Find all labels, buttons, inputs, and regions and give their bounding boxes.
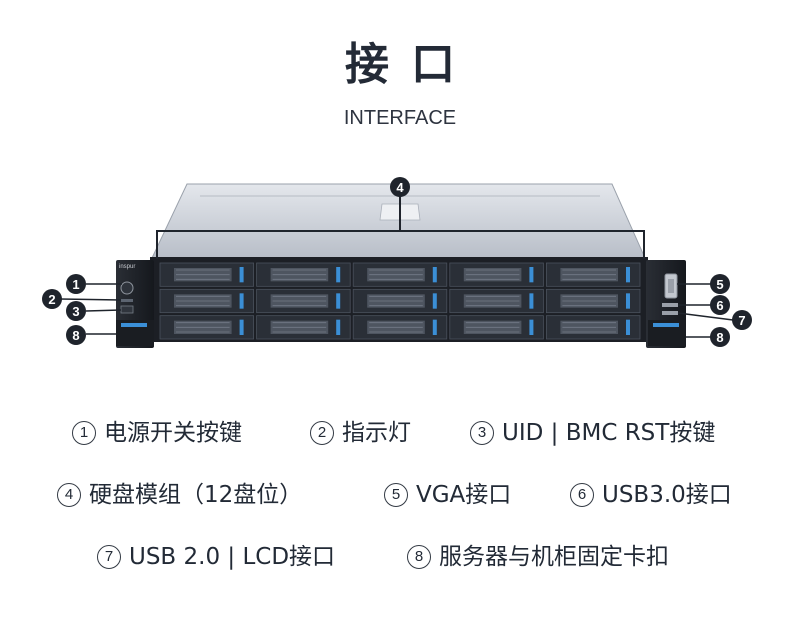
legend-row-1: 1 电源开关按键 2 指示灯 3 UID | BMC RST按键 xyxy=(0,416,800,450)
server-diagram: inspur 1 2 3 8 4 5 6 7 8 xyxy=(42,177,752,348)
drive-bay xyxy=(449,288,544,314)
legend-label: UID | BMC RST按键 xyxy=(502,420,716,446)
legend-item-2: 2 指示灯 xyxy=(310,416,411,450)
legend-item-7: 7 USB 2.0 | LCD接口 xyxy=(97,540,335,574)
svg-text:6: 6 xyxy=(716,298,723,313)
callout-8-left: 8 xyxy=(66,325,86,345)
drive-bay xyxy=(159,262,254,287)
svg-text:8: 8 xyxy=(716,330,723,345)
drive-bays xyxy=(159,262,641,340)
page-title: 接口 xyxy=(345,39,477,90)
drive-bay xyxy=(449,315,544,340)
legend-row-3: 7 USB 2.0 | LCD接口 8 服务器与机柜固定卡扣 xyxy=(0,540,800,574)
legend-item-5: 5 VGA接口 xyxy=(384,478,511,512)
legend-row-2: 4 硬盘模组（12盘位） 5 VGA接口 6 USB3.0接口 xyxy=(0,478,800,512)
page-subtitle: INTERFACE xyxy=(343,107,457,129)
legend-label: 硬盘模组（12盘位） xyxy=(89,482,303,508)
callout-3: 3 xyxy=(66,301,86,321)
drive-bay xyxy=(256,288,351,314)
legend-label: USB3.0接口 xyxy=(602,482,732,508)
legend-item-3: 3 UID | BMC RST按键 xyxy=(470,416,715,450)
drive-bay xyxy=(352,288,448,314)
legend-num: 1 xyxy=(72,421,96,445)
legend-num: 6 xyxy=(570,483,594,507)
callout-6: 6 xyxy=(710,295,730,315)
drive-bay xyxy=(159,288,254,314)
drive-bay xyxy=(352,315,448,340)
legend-item-6: 6 USB3.0接口 xyxy=(570,478,732,512)
drive-bay xyxy=(546,262,641,287)
drive-bay xyxy=(449,262,544,287)
svg-text:7: 7 xyxy=(738,313,745,328)
drive-bay xyxy=(352,262,448,287)
drive-bay xyxy=(256,262,351,287)
legend-num: 4 xyxy=(57,483,81,507)
svg-text:4: 4 xyxy=(396,180,404,195)
legend-label: 指示灯 xyxy=(342,420,411,446)
svg-text:1: 1 xyxy=(72,277,79,292)
callout-1: 1 xyxy=(66,274,86,294)
legend-item-1: 1 电源开关按键 xyxy=(72,416,242,450)
drive-bay xyxy=(546,288,641,314)
power-button xyxy=(120,281,134,295)
legend-label: USB 2.0 | LCD接口 xyxy=(129,544,336,570)
legend-item-8: 8 服务器与机柜固定卡扣 xyxy=(407,540,669,574)
drive-bay xyxy=(159,315,254,340)
usb2-lcd-port xyxy=(662,311,678,315)
legend-item-4: 4 硬盘模组（12盘位） xyxy=(57,478,302,512)
legend-num: 3 xyxy=(470,421,494,445)
status-led xyxy=(121,299,133,302)
legend-num: 2 xyxy=(310,421,334,445)
callout-2: 2 xyxy=(42,289,62,309)
callout-7: 7 xyxy=(732,310,752,330)
svg-text:3: 3 xyxy=(72,304,79,319)
legend-label: VGA接口 xyxy=(416,482,512,508)
legend-num: 5 xyxy=(384,483,408,507)
legend-label: 电源开关按键 xyxy=(104,420,242,446)
legend-num: 7 xyxy=(97,545,121,569)
uid-button xyxy=(120,305,134,314)
legend-num: 8 xyxy=(407,545,431,569)
callout-4: 4 xyxy=(390,177,410,197)
svg-text:2: 2 xyxy=(48,292,55,307)
drive-bay xyxy=(256,315,351,340)
callout-8-right: 8 xyxy=(710,327,730,347)
usb3-port xyxy=(662,303,678,307)
svg-text:5: 5 xyxy=(716,277,723,292)
svg-text:8: 8 xyxy=(72,328,79,343)
brand-logo: inspur xyxy=(119,264,135,270)
drive-bay xyxy=(546,315,641,340)
callout-5: 5 xyxy=(710,274,730,294)
legend-label: 服务器与机柜固定卡扣 xyxy=(439,544,669,570)
